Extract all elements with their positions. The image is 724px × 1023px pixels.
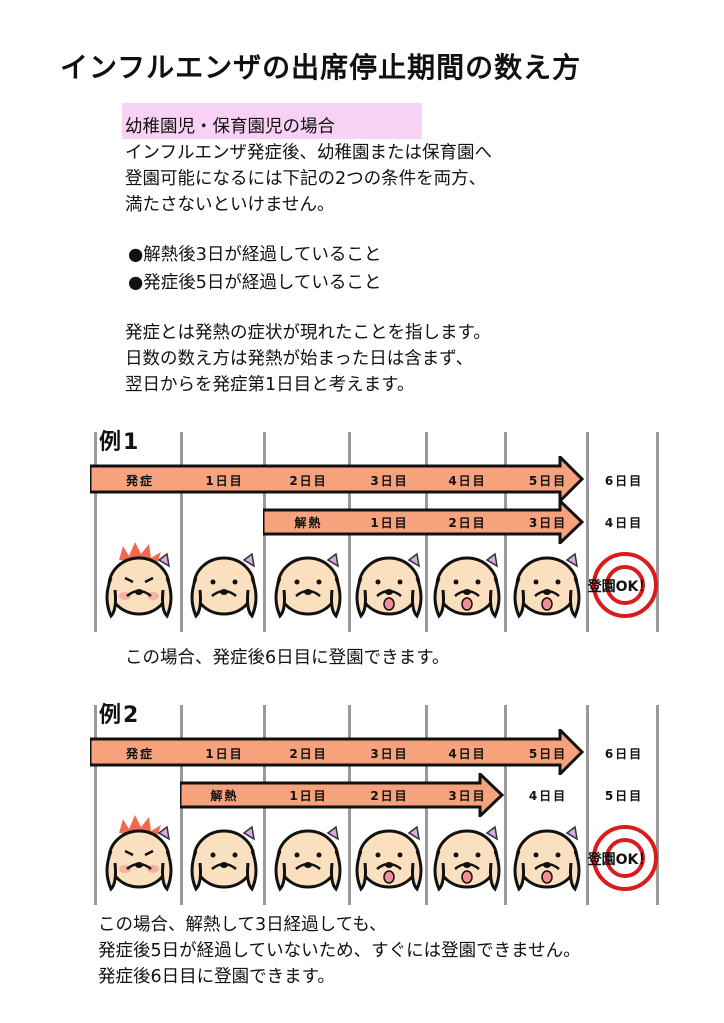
example-1-diagram: 発症 1日目 2日目 3日目 4日目 5日目 6日目解熱 1日目 2日目 3日目 4日目登園OK！ 例… bbox=[90, 432, 670, 632]
onset-arrow bbox=[90, 456, 585, 502]
dog-face-icon bbox=[433, 825, 500, 892]
intro-line: 満たさないといけません。 bbox=[125, 195, 335, 215]
onset-day-label: 4日目 bbox=[448, 474, 487, 488]
section-heading: 幼稚園児・保育園児の場合 bbox=[125, 117, 335, 137]
dog-face-icon bbox=[355, 552, 422, 619]
fever-day-label: 2日目 bbox=[370, 789, 409, 803]
example-label: 例1 bbox=[99, 432, 145, 454]
onset-day-label: 2日目 bbox=[289, 747, 328, 761]
example-2-caption: 発症後5日が経過していないため、すぐには登園できません。 bbox=[98, 941, 581, 961]
column-divider bbox=[586, 432, 589, 632]
fever-day-label: 解熱 bbox=[210, 789, 239, 803]
fever-arrow bbox=[263, 500, 585, 544]
condition-item: ●発症後5日が経過していること bbox=[128, 273, 382, 293]
dog-face-icon bbox=[274, 552, 341, 619]
dog-face-icon bbox=[190, 825, 257, 892]
dog-face-icon bbox=[190, 552, 257, 619]
section-highlight bbox=[122, 103, 422, 139]
column-divider bbox=[656, 705, 659, 905]
onset-day-label: 発症 bbox=[125, 747, 154, 761]
condition-item: ●解熱後3日が経過していること bbox=[128, 245, 382, 265]
explanation-line: 日数の数え方は発熱が始まった日は含まず、 bbox=[125, 349, 474, 369]
example-label: 例2 bbox=[99, 705, 145, 727]
fever-day-label: 4日目 bbox=[528, 789, 568, 803]
column-divider bbox=[656, 432, 659, 632]
onset-day-label: 1日目 bbox=[205, 474, 244, 488]
onset-day-label: 6日目 bbox=[604, 474, 644, 488]
onset-arrow bbox=[90, 729, 585, 775]
onset-day-label: 5日目 bbox=[528, 474, 568, 488]
column-divider bbox=[94, 432, 97, 632]
fever-day-label: 3日目 bbox=[528, 516, 568, 530]
page-title: インフルエンザの出席停止期間の数え方 bbox=[60, 51, 582, 84]
dog-face-icon bbox=[105, 815, 173, 892]
fever-day-label: 解熱 bbox=[294, 516, 323, 530]
example-2-diagram: 発症 1日目 2日目 3日目 4日目 5日目 6日目解熱 1日目 2日目 3日目 4日目 5日目登園O… bbox=[90, 705, 670, 905]
column-divider bbox=[180, 432, 183, 632]
column-divider bbox=[94, 705, 97, 905]
fever-day-label: 1日目 bbox=[370, 516, 409, 530]
intro-line: 登園可能になるには下記の2つの条件を両方、 bbox=[125, 169, 487, 189]
onset-day-label: 発症 bbox=[125, 474, 154, 488]
dog-face-icon bbox=[433, 552, 500, 619]
fever-arrow bbox=[180, 773, 505, 817]
example-2-caption: この場合、解熱して3日経過しても、 bbox=[98, 915, 387, 935]
onset-day-label: 1日目 bbox=[205, 747, 244, 761]
dog-face-icon bbox=[513, 825, 581, 892]
dog-face-icon bbox=[513, 552, 581, 619]
ok-label: 登園OK！ bbox=[587, 579, 653, 595]
explanation-line: 翌日からを発症第1日目と考えます。 bbox=[125, 375, 415, 395]
dog-face-icon bbox=[355, 825, 422, 892]
explanation-line: 発症とは発熱の症状が現れたことを指します。 bbox=[125, 323, 491, 343]
onset-day-label: 3日目 bbox=[370, 474, 409, 488]
onset-day-label: 4日目 bbox=[448, 747, 487, 761]
intro-line: インフルエンザ発症後、幼稚園または保育園へ bbox=[125, 143, 492, 163]
onset-day-label: 2日目 bbox=[289, 474, 328, 488]
example-1-caption: この場合、発症後6日目に登園できます。 bbox=[125, 648, 450, 668]
example-2-caption: 発症後6日目に登園できます。 bbox=[98, 967, 335, 987]
onset-day-label: 3日目 bbox=[370, 747, 409, 761]
ok-target-icon bbox=[592, 825, 658, 891]
column-divider bbox=[504, 705, 507, 905]
dog-face-icon bbox=[105, 542, 173, 619]
onset-day-label: 6日目 bbox=[604, 747, 644, 761]
ok-target-icon bbox=[592, 552, 658, 618]
dog-face-icon bbox=[274, 825, 341, 892]
column-divider bbox=[586, 705, 589, 905]
fever-day-label: 2日目 bbox=[448, 516, 487, 530]
fever-day-label: 4日目 bbox=[604, 516, 644, 530]
fever-day-label: 5日目 bbox=[604, 789, 644, 803]
fever-day-label: 3日目 bbox=[448, 789, 487, 803]
onset-day-label: 5日目 bbox=[528, 747, 568, 761]
fever-day-label: 1日目 bbox=[289, 789, 328, 803]
ok-label: 登園OK！ bbox=[587, 852, 653, 868]
